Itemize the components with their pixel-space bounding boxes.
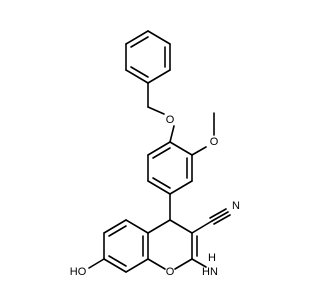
benzyl-phenyl-ring: [125, 30, 171, 84]
methoxy-group: [191, 112, 215, 156]
nitrile-nitrogen-label: N: [232, 200, 240, 212]
benzyl-ether-linker: [147, 82, 175, 143]
bond: [103, 258, 127, 273]
hydroxyl-label: HO: [70, 266, 87, 278]
triple-bond: [209, 208, 227, 219]
bond: [125, 30, 149, 45]
amino-h2-label: H: [202, 266, 210, 278]
bond: [174, 258, 193, 270]
triple-bond: [213, 214, 231, 225]
bond: [169, 219, 193, 234]
bond: [147, 69, 171, 84]
nitrile-group: [191, 208, 231, 234]
benzo-ring: [103, 219, 149, 273]
bond: [125, 219, 149, 234]
ring-oxygen-label: O: [166, 266, 175, 278]
methoxyphenyl-ring: [147, 141, 193, 195]
bond: [169, 180, 193, 195]
bond: [147, 141, 171, 156]
double-bond-inner: [130, 36, 149, 48]
bond: [169, 141, 193, 156]
bond: [147, 106, 165, 115]
double-bond-inner: [108, 255, 127, 267]
double-bond-inner: [152, 177, 171, 189]
bond: [191, 220, 213, 234]
bond: [147, 180, 171, 195]
ether-oxygen-label: O: [166, 114, 175, 126]
bond: [169, 125, 175, 143]
double-bond-inner: [152, 147, 171, 159]
methoxy-oxygen-label: O: [210, 136, 219, 148]
double-bond-inner: [108, 225, 127, 237]
bond: [191, 146, 207, 156]
bond: [147, 258, 166, 270]
bond: [147, 30, 171, 45]
bond: [125, 258, 149, 273]
bond: [147, 219, 171, 234]
triple-bond: [211, 211, 229, 222]
bond: [191, 258, 207, 268]
structure-canvas: O O N O HO H H N: [69, 30, 241, 278]
bond: [88, 258, 105, 269]
amino-h-label: H: [208, 252, 216, 264]
molecule-structure: O O N O HO H H N: [70, 30, 240, 278]
pyran-ring: [147, 219, 198, 270]
bond: [125, 69, 149, 84]
amino-n-label: N: [210, 266, 218, 278]
bond: [103, 219, 127, 234]
double-bond-inner: [130, 66, 149, 78]
